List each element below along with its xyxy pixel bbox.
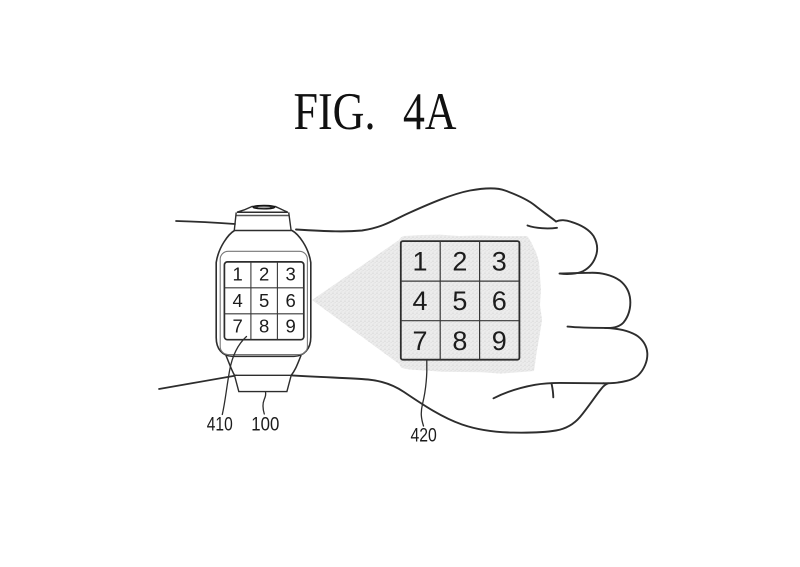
svg-text:6: 6	[492, 286, 507, 316]
svg-text:5: 5	[452, 286, 467, 316]
svg-text:2: 2	[259, 263, 269, 284]
svg-text:9: 9	[286, 315, 296, 336]
svg-text:3: 3	[492, 246, 507, 276]
svg-text:4: 4	[412, 286, 427, 316]
svg-text:4: 4	[233, 290, 243, 311]
svg-text:100: 100	[251, 415, 279, 436]
svg-text:9: 9	[492, 326, 507, 356]
svg-text:7: 7	[412, 326, 427, 356]
svg-text:FIG.: FIG.	[294, 83, 376, 141]
svg-text:1: 1	[412, 246, 427, 276]
svg-text:420: 420	[411, 425, 437, 446]
svg-text:4A: 4A	[403, 83, 457, 141]
svg-text:8: 8	[259, 315, 269, 336]
svg-text:410: 410	[207, 415, 233, 436]
svg-text:8: 8	[452, 326, 467, 356]
svg-text:7: 7	[233, 315, 243, 336]
svg-text:6: 6	[286, 290, 296, 311]
svg-text:3: 3	[286, 263, 296, 284]
svg-text:5: 5	[259, 290, 269, 311]
svg-text:1: 1	[233, 263, 243, 284]
svg-text:2: 2	[452, 246, 467, 276]
